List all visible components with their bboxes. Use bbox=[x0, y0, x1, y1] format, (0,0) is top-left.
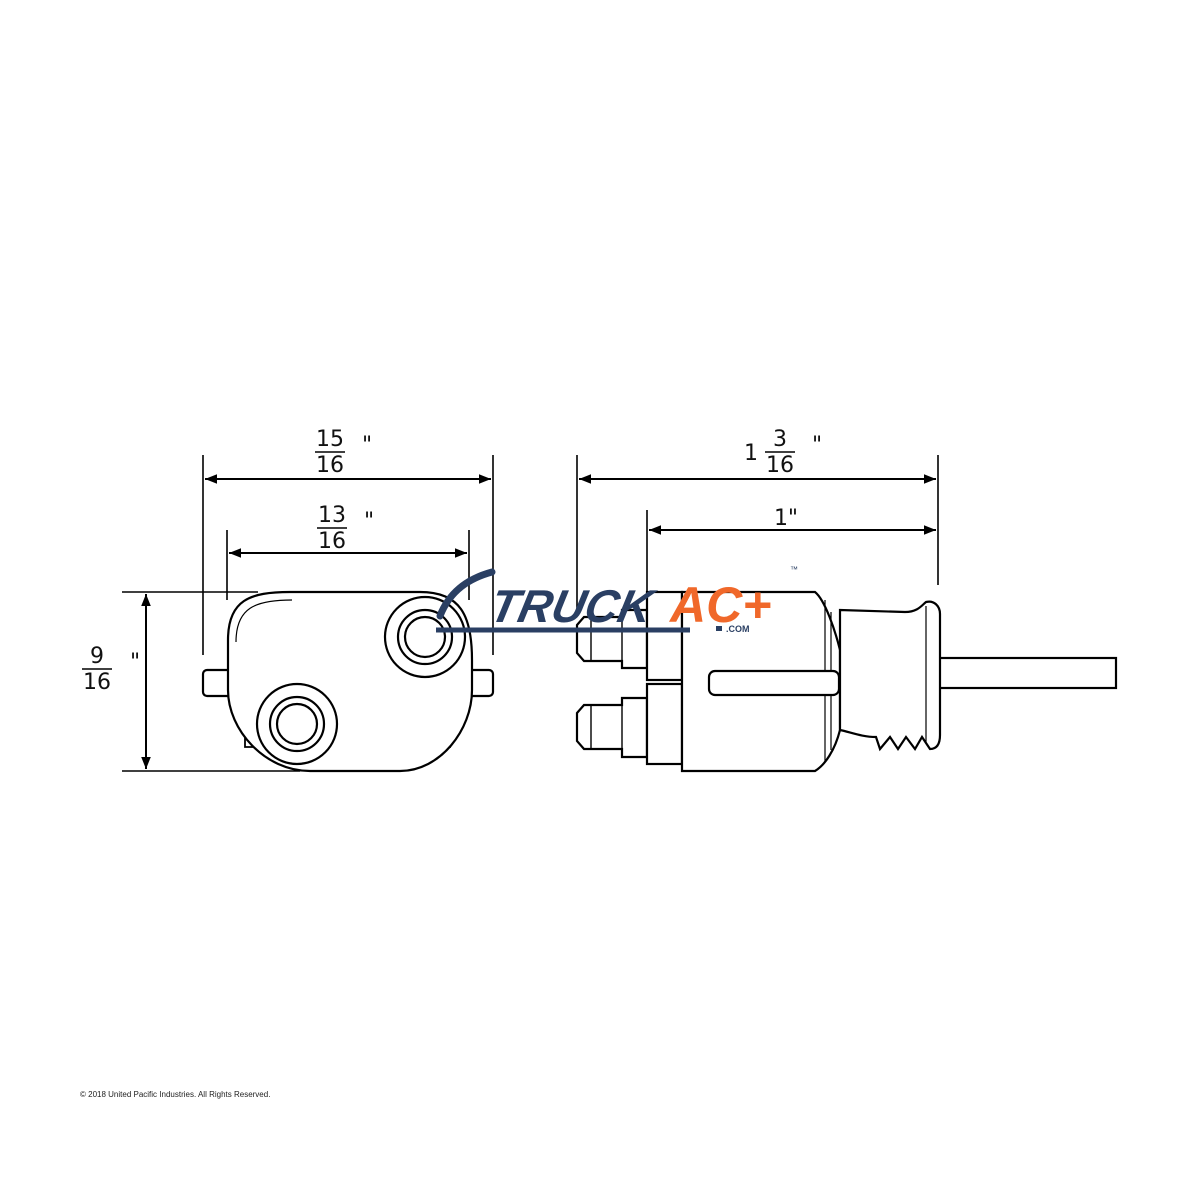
inner-width-label: 13 16 " bbox=[317, 503, 374, 554]
outer-width-denominator: 16 bbox=[316, 453, 344, 478]
logo-tm-text: ™ bbox=[790, 565, 798, 574]
overall-length-numerator: 3 bbox=[773, 427, 787, 452]
overall-length-unit: " bbox=[812, 433, 822, 458]
outer-width-unit: " bbox=[362, 433, 372, 458]
height-numerator: 9 bbox=[90, 644, 104, 669]
overall-length-whole: 1 bbox=[744, 441, 758, 466]
dimension-lines-front bbox=[141, 474, 491, 769]
body-length-label: 1" bbox=[774, 506, 798, 531]
inner-width-denominator: 16 bbox=[318, 529, 346, 554]
front-view bbox=[122, 455, 495, 773]
copyright-notice: © 2018 United Pacific Industries. All Ri… bbox=[80, 1090, 271, 1099]
logo-truck-text: TRUCK bbox=[486, 580, 661, 631]
dimension-lines-side bbox=[579, 474, 936, 535]
overall-length-label: 1 3 16 " bbox=[744, 427, 822, 478]
logo-ac-text: AC+ bbox=[668, 577, 771, 633]
truckac-logo-watermark: TRUCK AC+ .COM ™ bbox=[436, 565, 798, 634]
height-label: 9 16 " bbox=[82, 644, 140, 695]
height-denominator: 16 bbox=[83, 670, 111, 695]
overall-length-denominator: 16 bbox=[766, 453, 794, 478]
inner-width-numerator: 13 bbox=[318, 503, 346, 528]
logo-com-text: .COM bbox=[726, 624, 750, 634]
inner-width-unit: " bbox=[364, 509, 374, 534]
outer-width-numerator: 15 bbox=[316, 427, 344, 452]
side-view bbox=[575, 455, 1118, 773]
height-unit: " bbox=[130, 650, 140, 675]
outer-width-label: 15 16 " bbox=[315, 427, 372, 478]
